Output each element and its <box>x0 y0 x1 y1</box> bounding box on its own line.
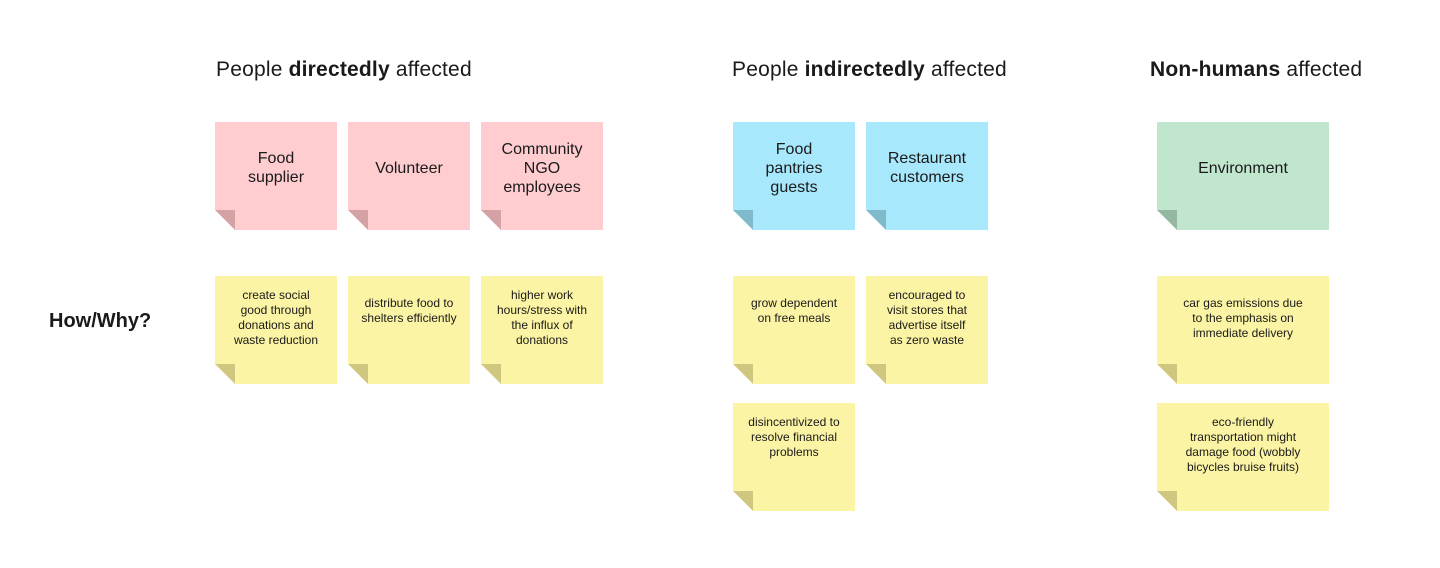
heading-indirect-post: affected <box>924 58 1007 81</box>
note-text: encouraged to visit stores that advertis… <box>886 288 968 347</box>
sticky-note-reason-emissions[interactable]: car gas emissions due to the emphasis on… <box>1157 276 1329 384</box>
heading-indirect-bold: indirectedly <box>804 58 925 81</box>
note-fold <box>215 210 235 230</box>
note-fold <box>348 210 368 230</box>
sticky-note-environment[interactable]: Environment <box>1157 122 1329 230</box>
note-text: Environment <box>1198 159 1288 177</box>
heading-indirect: People indirectedly affected <box>732 56 1007 84</box>
note-text: eco-friendly transportation might damage… <box>1185 415 1301 474</box>
heading-direct-pre: People <box>216 58 289 81</box>
note-fold <box>215 364 235 384</box>
note-text: grow dependent on free meals <box>750 296 838 325</box>
note-fold <box>866 210 886 230</box>
heading-indirect-pre: People <box>732 58 805 81</box>
sticky-note-reason-food-supplier[interactable]: create social good through donations and… <box>215 276 337 384</box>
heading-direct: People directedly affected <box>216 56 472 84</box>
heading-nonhuman-bold: Non-humans <box>1150 58 1281 81</box>
note-text: create social good through donations and… <box>233 288 319 347</box>
sticky-note-reason-pantries-dependent[interactable]: grow dependent on free meals <box>733 276 855 384</box>
note-fold <box>866 364 886 384</box>
row-label-how-why: How/Why? <box>49 310 152 332</box>
note-text: distribute food to shelters efficiently <box>361 296 457 325</box>
sticky-note-reason-pantries-disincentivized[interactable]: disincentivized to resolve financial pro… <box>733 403 855 511</box>
note-text: Community NGO employees <box>501 140 583 196</box>
note-fold <box>481 210 501 230</box>
sticky-note-food-supplier[interactable]: Food supplier <box>215 122 337 230</box>
sticky-note-volunteer[interactable]: Volunteer <box>348 122 470 230</box>
note-fold <box>1157 364 1177 384</box>
sticky-note-reason-ngo-employees[interactable]: higher work hours/stress with the influx… <box>481 276 603 384</box>
note-fold <box>348 364 368 384</box>
note-fold <box>733 491 753 511</box>
sticky-note-reason-transport-damage[interactable]: eco-friendly transportation might damage… <box>1157 403 1329 511</box>
note-text: car gas emissions due to the emphasis on… <box>1183 296 1303 340</box>
sticky-note-food-pantries-guests[interactable]: Food pantries guests <box>733 122 855 230</box>
sticky-note-restaurant-customers[interactable]: Restaurant customers <box>866 122 988 230</box>
note-text: Food supplier <box>247 150 305 186</box>
note-fold <box>733 364 753 384</box>
heading-direct-bold: directedly <box>288 58 390 81</box>
note-text: Restaurant customers <box>887 150 967 186</box>
note-text: Food pantries guests <box>765 140 823 196</box>
sticky-note-ngo-employees[interactable]: Community NGO employees <box>481 122 603 230</box>
sticky-note-reason-restaurant[interactable]: encouraged to visit stores that advertis… <box>866 276 988 384</box>
heading-nonhuman-post: affected <box>1280 58 1363 81</box>
heading-direct-post: affected <box>389 58 472 81</box>
note-fold <box>1157 491 1177 511</box>
note-text: Volunteer <box>375 159 443 177</box>
note-fold <box>733 210 753 230</box>
heading-nonhuman: Non-humans affected <box>1150 56 1362 84</box>
sticky-note-reason-volunteer[interactable]: distribute food to shelters efficiently <box>348 276 470 384</box>
note-fold <box>481 364 501 384</box>
note-text: higher work hours/stress with the influx… <box>496 288 588 347</box>
note-fold <box>1157 210 1177 230</box>
note-text: disincentivized to resolve financial pro… <box>748 415 840 459</box>
